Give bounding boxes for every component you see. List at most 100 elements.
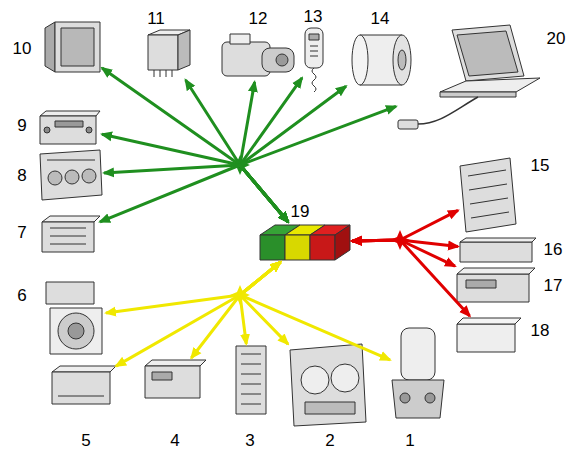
component-node: 17 <box>455 266 535 304</box>
radio-slot <box>55 121 83 127</box>
cylinder-end <box>352 35 368 85</box>
panel-dial <box>82 169 96 183</box>
callout-number: 4 <box>170 432 179 449</box>
component-node: 6 <box>44 278 106 356</box>
dryer-cartridge <box>401 328 435 380</box>
callout-number: 16 <box>544 241 563 258</box>
component-node: 14 <box>346 32 414 90</box>
callout-number: 1 <box>405 432 414 449</box>
unit-connector <box>466 280 496 288</box>
component-node: 13 <box>302 26 326 96</box>
airbag-module <box>50 308 102 354</box>
bus-arrow <box>240 82 288 222</box>
cluster-display <box>305 402 355 414</box>
ecu-side <box>335 225 350 260</box>
unit-connectors <box>468 170 509 218</box>
bus-arrow <box>352 240 470 316</box>
callout-number: 14 <box>371 10 390 27</box>
unit-front <box>42 222 94 252</box>
central-unit <box>460 158 516 232</box>
ecu-front-red <box>310 235 335 260</box>
bus-arrow <box>240 86 346 222</box>
gauge <box>301 366 329 394</box>
bus-arrow <box>191 262 280 358</box>
unit-connector <box>152 372 172 380</box>
gauge <box>331 364 359 392</box>
bus-arrow <box>106 262 281 313</box>
laptop-cable <box>418 97 478 124</box>
component-node: 5 <box>50 364 116 406</box>
callout-number: 15 <box>531 157 550 174</box>
component-node: 11 <box>146 28 192 80</box>
radio-front <box>40 116 96 144</box>
unit-connectors <box>241 354 261 404</box>
instrument-cluster <box>290 344 366 426</box>
handset-keys <box>310 46 318 56</box>
diagnostic-plug <box>398 120 418 129</box>
control-panel <box>40 150 102 200</box>
dryer-port <box>400 393 410 403</box>
unit-top <box>52 366 116 372</box>
component-node: 3 <box>234 344 268 416</box>
heater-burner <box>262 48 294 72</box>
panel-dial <box>65 170 79 184</box>
component-node: 18 <box>455 316 521 356</box>
bus-arrow <box>186 80 289 222</box>
unit-front <box>457 274 529 302</box>
callout-number: 8 <box>17 167 26 184</box>
laptop-base <box>440 78 540 92</box>
component-node: 12 <box>220 32 298 82</box>
component-node: 16 <box>458 238 536 264</box>
callout-number: 11 <box>147 10 165 27</box>
laptop-lid <box>452 25 524 81</box>
unit-detail <box>50 228 86 244</box>
component-node: 4 <box>143 358 207 400</box>
component-node: 19 <box>258 222 352 262</box>
unit-front <box>457 324 515 352</box>
bus-arrow <box>104 165 288 222</box>
component-node: 20 <box>396 24 542 134</box>
unit-top <box>460 238 536 242</box>
cylinder-cap <box>398 50 406 70</box>
unit-top <box>457 318 521 324</box>
component-node: 10 <box>45 22 102 74</box>
monitor-body <box>55 22 100 72</box>
callout-number: 7 <box>17 224 26 241</box>
panel-buttons <box>47 160 95 161</box>
bus-arrow <box>240 262 390 360</box>
panel-dial <box>48 171 62 185</box>
laptop-screen <box>457 31 518 76</box>
bus-arrow <box>352 210 458 241</box>
airbag-center <box>68 323 84 339</box>
heater-part <box>230 34 250 44</box>
callout-number: 6 <box>17 287 26 304</box>
callout-number: 19 <box>291 203 310 220</box>
ecu-front-yellow <box>285 235 310 260</box>
control-unit <box>236 346 266 414</box>
monitor-side <box>45 22 55 72</box>
callout-number: 9 <box>17 117 26 134</box>
radio-top <box>40 111 100 116</box>
handset-display <box>309 34 319 40</box>
component-node: 8 <box>38 148 104 202</box>
callout-number: 2 <box>325 432 334 449</box>
radio-knob <box>86 127 92 133</box>
unit-detail <box>58 396 104 397</box>
radio-knob <box>44 127 50 133</box>
unit-top <box>42 216 100 222</box>
unit-front <box>52 372 110 404</box>
dryer-base <box>392 380 444 418</box>
ecu-front-green <box>260 235 285 260</box>
unit-top <box>457 268 535 274</box>
callout-number: 17 <box>544 277 563 294</box>
bus-arrow <box>240 106 396 222</box>
callout-number: 20 <box>547 30 566 47</box>
callout-number: 12 <box>249 10 268 27</box>
monitor-screen <box>61 28 94 66</box>
unit-front <box>460 242 532 262</box>
heater-outlet <box>276 54 288 66</box>
component-node: 15 <box>458 156 518 234</box>
